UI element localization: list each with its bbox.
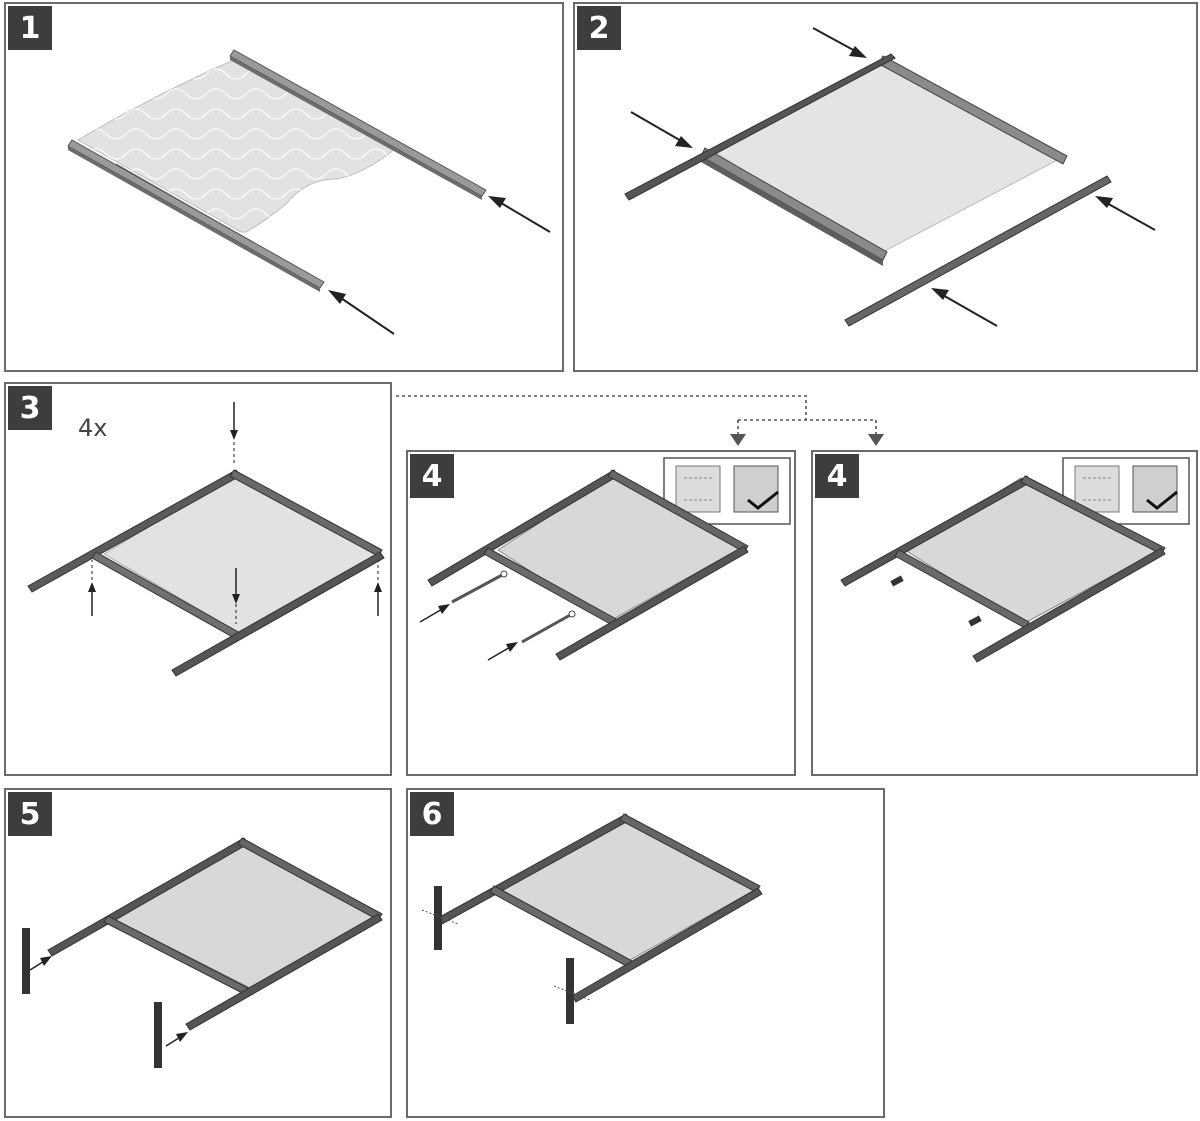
arrow-icon — [337, 295, 395, 335]
step-1-panel: 1 — [4, 2, 564, 372]
back-bar — [171, 551, 385, 677]
step-number: 3 — [8, 386, 52, 430]
back-bar — [972, 547, 1166, 663]
step-number: 4 — [815, 454, 859, 498]
step-number: 5 — [8, 792, 52, 836]
step-number: 1 — [8, 6, 52, 50]
step-3-illustration — [27, 402, 385, 677]
step-6-panel: 6 — [406, 788, 885, 1118]
checkmark-icon — [747, 490, 779, 510]
step-4b-illustration — [840, 457, 1190, 663]
step-4a-illustration — [419, 457, 791, 661]
step-5-panel: 5 — [4, 788, 392, 1118]
step-3-panel: 3 4x — [4, 382, 392, 776]
detached-bar — [844, 175, 1112, 327]
step-2-illustration — [624, 27, 1156, 327]
fabric-taut-icon — [1132, 465, 1178, 513]
fabric-sheet — [714, 57, 1067, 257]
arrow-icon — [487, 645, 513, 661]
quantity-label: 4x — [78, 414, 108, 442]
step-number: 2 — [577, 6, 621, 50]
step-4b-panel: 4 — [811, 450, 1198, 776]
leg-post — [154, 1002, 162, 1068]
connector-arrow-right — [868, 434, 884, 446]
connector-arrow-left — [730, 434, 746, 446]
step-number: 6 — [410, 792, 454, 836]
arrow-icon — [812, 27, 858, 53]
leg-post — [434, 886, 442, 950]
fabric-sheet — [500, 817, 760, 961]
fabric-sheet — [103, 473, 382, 633]
fabric-wrinkled-icon — [675, 465, 721, 513]
arrow-icon — [495, 199, 551, 233]
fabric-taut-icon — [733, 465, 779, 513]
step-5-illustration — [22, 837, 383, 1068]
back-bar — [185, 913, 383, 1031]
end-cap — [968, 615, 982, 627]
step-4a-panel: 4 — [406, 450, 796, 776]
end-cap — [890, 575, 904, 587]
fabric-sheet — [114, 841, 380, 989]
arrow-icon — [1104, 201, 1156, 231]
tension-rod — [521, 612, 573, 644]
fabric-wrinkled-icon — [1074, 465, 1120, 513]
arrow-icon — [940, 293, 998, 327]
step-2-panel: 2 — [573, 2, 1198, 372]
back-bar — [555, 545, 749, 661]
leg-post — [22, 928, 30, 994]
front-bar — [624, 53, 896, 201]
step-1-illustration — [67, 49, 551, 335]
arrow-icon — [630, 111, 684, 143]
checkmark-icon — [1146, 490, 1178, 510]
step-6-illustration — [421, 813, 763, 1024]
leg-post — [566, 958, 574, 1024]
back-bar — [571, 887, 763, 1003]
step-number: 4 — [410, 454, 454, 498]
tension-rod — [451, 572, 505, 604]
arrow-icon — [419, 607, 445, 623]
